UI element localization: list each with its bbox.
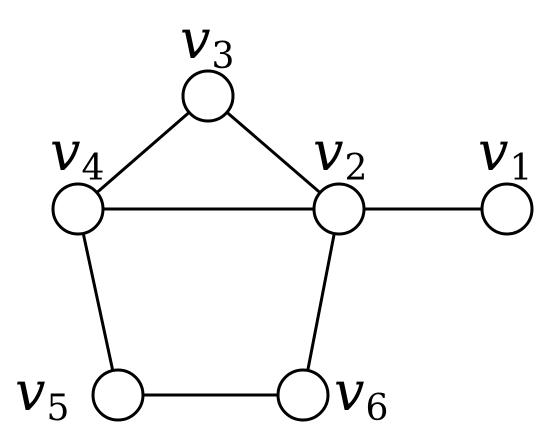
vertex-subscript: 3 [212, 36, 235, 77]
edges-layer [76, 94, 509, 397]
vertex-label-v1: v1 [478, 120, 532, 189]
vertex-letter: v [334, 360, 365, 423]
vertex-label-v6: v6 [334, 360, 388, 429]
vertex-subscript: 5 [47, 388, 70, 429]
edge-v6-v2 [301, 207, 341, 397]
nodes-layer [51, 69, 534, 422]
vertex-letter: v [478, 120, 509, 183]
vertex-subscript: 6 [366, 388, 389, 429]
vertex-letter: v [15, 360, 46, 423]
edge-v4-v5 [76, 207, 120, 397]
vertex-v2 [312, 182, 366, 236]
vertex-v4 [51, 182, 105, 236]
vertex-subscript: 2 [345, 148, 368, 189]
vertex-v1 [480, 182, 534, 236]
vertex-v6 [276, 368, 330, 422]
vertex-label-v5: v5 [15, 360, 69, 429]
vertex-subscript: 1 [510, 148, 533, 189]
vertex-v5 [91, 368, 145, 422]
vertex-letter: v [313, 120, 344, 183]
vertex-label-v2: v2 [313, 120, 367, 189]
vertex-letter: v [50, 120, 81, 183]
vertex-label-v3: v3 [180, 8, 234, 77]
vertex-letter: v [180, 8, 211, 71]
vertex-v3 [181, 69, 235, 123]
edge-v3-v4 [76, 94, 210, 211]
edge-v2-v3 [206, 94, 341, 211]
vertex-label-v4: v4 [50, 120, 104, 189]
vertex-subscript: 4 [82, 148, 105, 189]
